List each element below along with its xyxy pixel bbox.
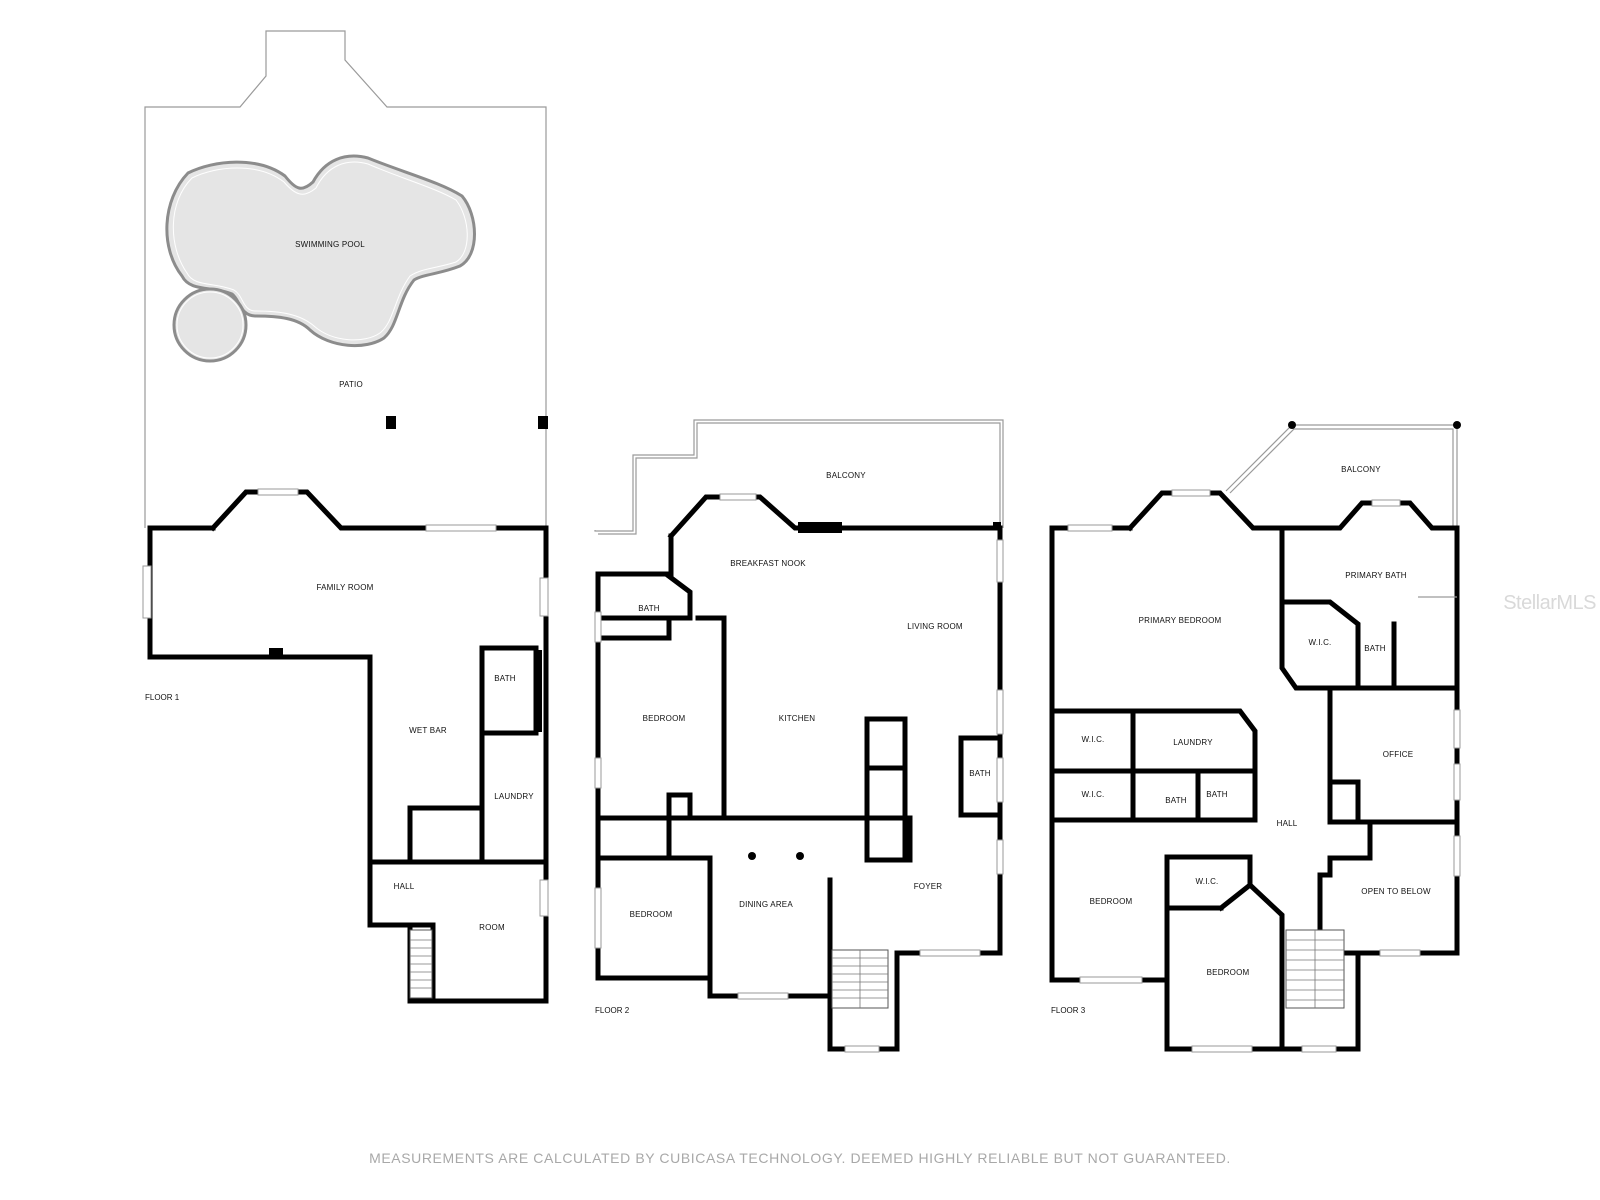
room-label-bath: BATH [969,769,991,778]
room-label-primary-bath: PRIMARY BATH [1345,571,1407,580]
floor-3-plan: BALCONY PRIMARY BATH PRIMARY BEDROOM W.I… [1049,421,1461,1053]
room-label-hall: HALL [1277,819,1298,828]
room-label-primary-bedroom: PRIMARY BEDROOM [1139,616,1222,625]
room-label-wic: W.I.C. [1196,877,1219,886]
balcony-outline [594,419,1004,532]
room-label-wic: W.I.C. [1082,735,1105,744]
floor-3-label: FLOOR 3 [1051,1006,1086,1015]
room-label-wet-bar: WET BAR [409,726,447,735]
room-label-balcony: BALCONY [1341,465,1381,474]
room-label-breakfast-nook: BREAKFAST NOOK [730,559,806,568]
patio-post [386,416,396,429]
room-label-dining-area: DINING AREA [739,900,793,909]
room-label-bedroom: BEDROOM [1207,968,1250,977]
room-label-swimming-pool: SWIMMING POOL [295,240,365,249]
room-label-bath: BATH [1206,790,1228,799]
floor-3-stairs [1285,929,1345,1009]
room-label-bath: BATH [1165,796,1187,805]
floor-2-stairs [831,949,889,1009]
room-label-bedroom: BEDROOM [1090,897,1133,906]
floor-1-stairs [409,929,433,999]
room-label-room: ROOM [479,923,505,932]
floor-2-plan: BALCONY BREAKFAST NOOK BATH LIVING ROOM … [594,419,1004,1053]
patio-outline [144,30,547,528]
room-label-balcony: BALCONY [826,471,866,480]
room-label-bath: BATH [1364,644,1386,653]
room-label-laundry: LAUNDRY [1173,738,1213,747]
room-label-laundry: LAUNDRY [494,792,534,801]
balcony-outline [1225,424,1458,528]
room-label-wic: W.I.C. [1082,790,1105,799]
room-label-office: OFFICE [1383,750,1414,759]
room-label-bedroom: BEDROOM [630,910,673,919]
room-label-bath: BATH [494,674,516,683]
room-label-living-room: LIVING ROOM [907,622,963,631]
room-label-kitchen: KITCHEN [779,714,816,723]
floor-1-plan: SWIMMING POOL PATIO FAMILY ROOM BATH WET… [142,30,549,1004]
floor-2-exterior-wall [595,494,1003,1052]
room-label-wic: W.I.C. [1309,638,1332,647]
room-label-hall: HALL [394,882,415,891]
patio-post [538,416,548,429]
floor-2-label: FLOOR 2 [595,1006,630,1015]
room-label-bath: BATH [638,604,660,613]
room-label-open-to-below: OPEN TO BELOW [1361,887,1431,896]
room-label-bedroom: BEDROOM [643,714,686,723]
watermark-logo: StellarMLS [1503,592,1596,614]
floor-1-label: FLOOR 1 [145,693,180,702]
disclaimer-text: MEASUREMENTS ARE CALCULATED BY CUBICASA … [369,1150,1231,1166]
room-label-foyer: FOYER [914,882,943,891]
room-label-family-room: FAMILY ROOM [316,583,373,592]
room-label-patio: PATIO [339,380,363,389]
spa-circle [172,287,248,363]
